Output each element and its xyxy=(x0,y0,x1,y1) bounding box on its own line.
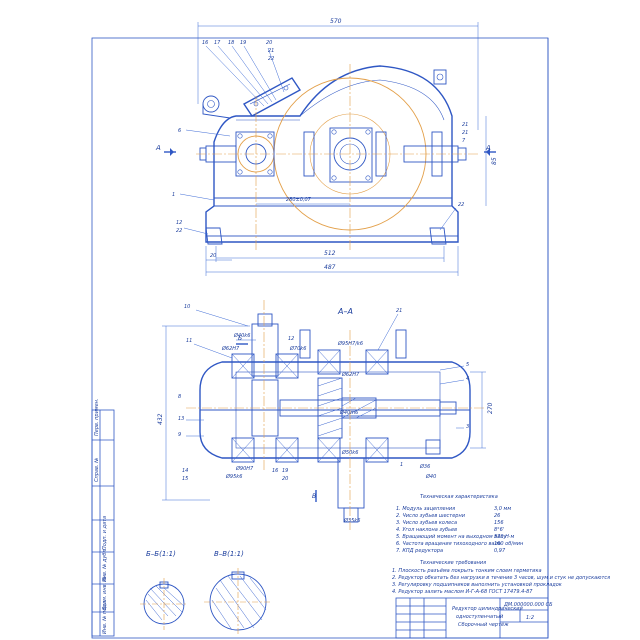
leader-label: 12 xyxy=(288,336,294,342)
top-view: 570 280±0,07 512 487 20 85 А А 16 17 18 … xyxy=(155,18,498,276)
leader-label: 1 xyxy=(172,192,175,198)
title-name-line1: Редуктор цилиндрический xyxy=(452,606,524,612)
dim-left-small: 20 xyxy=(210,253,216,259)
dim-right: 270 xyxy=(487,402,494,414)
cut-mark-a-left: А xyxy=(155,144,161,152)
section-b-title: Б–Б(1:1) xyxy=(146,550,176,558)
tech-req-line: 4. Редуктор залить маслом И-Г-А-68 ГОСТ … xyxy=(392,589,533,595)
tech-req-line: 1. Плоскость разъёма покрыть тонким слое… xyxy=(392,568,542,574)
spec-row-label: 7. КПД редуктора xyxy=(396,548,443,554)
leader-label: 21 xyxy=(462,122,468,128)
leader-label: 13 xyxy=(178,416,184,422)
side-strip-label: Перв. примен. xyxy=(94,398,100,436)
title-name-line3: Сборочный чертёж xyxy=(458,622,509,628)
tech-req-heading: Технические требования xyxy=(420,560,486,566)
dim-label: Ø40k6 xyxy=(233,332,250,339)
leader-label: 20 xyxy=(266,40,272,46)
title-block: Редуктор цилиндрический одноступенчатый … xyxy=(395,597,553,639)
section-a-a: А–А xyxy=(157,300,494,530)
side-strip-label: Справ. № xyxy=(94,458,100,482)
side-strip-label: Взам. инв. № xyxy=(102,576,108,610)
leader-label: 16 xyxy=(272,468,278,474)
dim-label: Ø95H7/k6 xyxy=(337,340,363,347)
spec-table: Техническая характеристика 1. Модуль зац… xyxy=(396,494,524,554)
spec-row-value: 8°6' xyxy=(494,527,504,533)
spec-row-label: 4. Угол наклона зубьев xyxy=(396,527,457,533)
dim-label: Ø62H7 xyxy=(341,371,360,378)
leader-label: 7 xyxy=(462,138,466,144)
cut-mark-b: Б xyxy=(238,335,242,342)
leader-label: 11 xyxy=(186,338,192,344)
leader-label: 18 xyxy=(228,40,234,46)
spec-row-value: 26 xyxy=(494,513,500,519)
dim-label: Ø35k6 xyxy=(343,517,360,524)
leader-label: 17 xyxy=(214,40,221,46)
section-v-v: В–В(1:1) xyxy=(204,550,272,636)
leader-label: 6 xyxy=(178,128,181,134)
spec-row-label: 3. Число зубьев колеса xyxy=(396,520,457,526)
dim-bottom-inner: 512 xyxy=(324,250,336,257)
title-doc-code: ДМ.000000.000 СБ xyxy=(503,602,553,608)
section-b-b: Б–Б(1:1) xyxy=(140,550,188,630)
dim-overall: 570 xyxy=(330,18,342,25)
side-strip-label: Инв. № подл. xyxy=(102,600,108,635)
dim-bottom-outer: 487 xyxy=(324,264,336,271)
leader-label: 5 xyxy=(466,362,469,368)
leader-label: 14 xyxy=(182,468,188,474)
side-strip-label: Подп. и дата xyxy=(102,516,108,550)
leader-label: 22 xyxy=(458,202,464,208)
dim-center-distance: 280±0,07 xyxy=(286,197,312,203)
spec-row-label: 2. Число зубьев шестерни xyxy=(396,513,466,519)
spec-row-value: 570 Н·м xyxy=(494,534,514,540)
side-strip: Перв. примен. Справ. № Подп. и дата Инв.… xyxy=(91,398,115,637)
spec-row-value: 3,0 мм xyxy=(494,506,511,512)
leader-label: 10 xyxy=(184,304,190,310)
dim-label: Ø40 xyxy=(425,473,436,480)
leader-label: 1 xyxy=(400,462,403,468)
leader-label: 22 xyxy=(268,56,274,62)
spec-row-value: 156 xyxy=(494,520,504,526)
tech-req-line: 2. Редуктор обкатать без нагрузки в тече… xyxy=(392,575,610,581)
title-name-line2: одноступенчатый xyxy=(456,614,504,620)
leader-label: 15 xyxy=(182,476,188,482)
leader-label: 19 xyxy=(240,40,246,46)
cut-mark-a-right: А xyxy=(485,144,491,152)
spec-row-label: 5. Вращающий момент на выходном валу xyxy=(396,534,507,540)
sheet-frame xyxy=(91,37,549,639)
leader-label: 20 xyxy=(282,476,288,482)
leader-label: 8 xyxy=(178,394,181,400)
dim-label: Ø90H7 xyxy=(235,465,254,472)
leader-label: 12 xyxy=(176,220,182,226)
spec-row-value: 160 об/мин xyxy=(494,541,524,547)
spec-row-label: 1. Модуль зацепления xyxy=(396,506,455,512)
side-strip-label: Инв. № дубл. xyxy=(102,548,108,582)
leader-label: 9 xyxy=(178,432,181,438)
tech-req-line: 3. Регулировку подшипников выполнить уст… xyxy=(392,582,562,588)
leader-label: 21 xyxy=(462,130,468,136)
tech-requirements: Технические требования 1. Плоскость разъ… xyxy=(392,560,610,595)
spec-row-label: 6. Частота вращения тихоходного вала xyxy=(396,541,501,547)
leader-label: 3 xyxy=(466,424,469,430)
dim-label: Ø95k6 xyxy=(225,473,242,480)
section-v-title: В–В(1:1) xyxy=(214,550,244,558)
dim-label: Ø62H7 xyxy=(221,345,240,352)
dim-label: Ø70k6 xyxy=(289,345,306,352)
leader-label: 21 xyxy=(268,48,274,54)
leader-label: 22 xyxy=(176,228,182,234)
leader-label: 16 xyxy=(202,40,208,46)
leader-label: 19 xyxy=(282,468,288,474)
dim-height: 432 xyxy=(157,413,164,425)
spec-heading: Техническая характеристика xyxy=(420,494,498,500)
title-scale: 1:2 xyxy=(526,615,534,621)
dim-label: Ø40m6 xyxy=(339,409,358,416)
section-title: А–А xyxy=(337,307,353,316)
dim-right-height: 85 xyxy=(491,157,498,165)
cut-mark-v: В xyxy=(312,493,316,500)
dim-label: Ø36 xyxy=(419,463,430,470)
spec-row-value: 0,97 xyxy=(494,548,506,554)
leader-label: 21 xyxy=(396,308,402,314)
dim-label: Ø50k6 xyxy=(341,449,358,456)
leader-label: 4 xyxy=(466,376,469,382)
